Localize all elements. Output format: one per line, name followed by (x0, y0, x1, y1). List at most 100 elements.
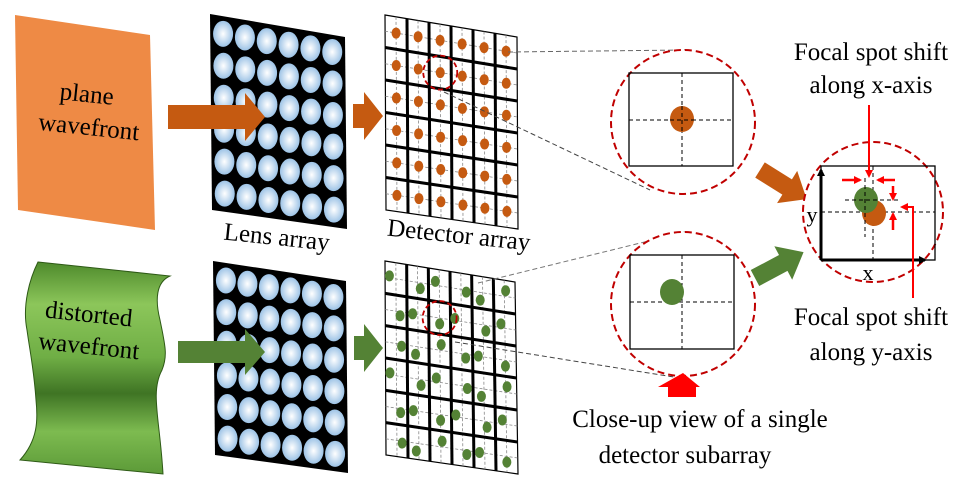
focal-spot (481, 325, 491, 337)
lenslet (258, 274, 279, 301)
zoom-line-top-1 (507, 49, 686, 53)
focal-spot (435, 318, 445, 330)
lenslet (301, 98, 322, 125)
selected-subarray-circle (421, 300, 458, 336)
focal-spot (385, 367, 395, 379)
lenslet (300, 35, 321, 62)
lenslet (279, 158, 300, 185)
distorted-wavefront-shape (18, 261, 172, 475)
lenslet (216, 299, 237, 326)
y-shift-label-line2: along y-axis (810, 339, 933, 366)
lenslet (235, 56, 256, 83)
zoom-line-top-2 (443, 91, 651, 191)
plane-wavefront-shape (15, 15, 155, 230)
focal-spot (414, 128, 424, 140)
lenslet (323, 133, 344, 160)
focal-spot (392, 157, 402, 169)
x-shift-label-line2: along x-axis (810, 72, 933, 99)
lenslet (278, 31, 299, 58)
focal-spot (413, 31, 423, 43)
lenslet (257, 91, 278, 118)
focal-spot (391, 27, 401, 39)
focal-spot (415, 283, 425, 295)
focal-spot (436, 339, 446, 351)
lenslet (215, 267, 236, 294)
focal-spot (502, 456, 512, 468)
focal-spot (411, 445, 421, 457)
lenslet (281, 371, 302, 398)
lenslet (234, 24, 255, 51)
focal-spot (414, 193, 424, 205)
lenslet (278, 63, 299, 90)
lenslet (213, 52, 234, 79)
lenslet (322, 102, 343, 129)
focal-spot (502, 381, 512, 393)
lenslet (258, 187, 279, 214)
lenslet (280, 277, 301, 304)
lenslet (323, 315, 344, 342)
detector-array-top (384, 14, 519, 230)
lenslet (303, 437, 324, 464)
lenslet (216, 362, 237, 389)
shift-panel: y x (802, 105, 944, 298)
lenslet (303, 406, 324, 433)
closeup-caption-line2: detector subarray (599, 442, 772, 469)
focal-spot (501, 45, 511, 57)
shift-panel-axis-y: y (807, 202, 818, 227)
focal-spot (457, 38, 467, 50)
lenslet (213, 84, 234, 111)
focal-spot (384, 270, 394, 282)
subarray-border-h (385, 356, 517, 380)
subarray-border-h (385, 421, 518, 444)
subarray-border-h (385, 78, 518, 103)
lenslet (300, 66, 321, 93)
focal-spot (502, 205, 512, 217)
arrow-bottom-to-shift (750, 246, 804, 286)
lenslet (279, 95, 300, 122)
lenslet (302, 374, 323, 401)
focal-spot (462, 382, 472, 394)
lenslet (214, 180, 235, 207)
focal-spot (457, 102, 467, 114)
focal-spot (473, 350, 483, 362)
lenslet (324, 378, 345, 405)
lenslet (323, 165, 344, 192)
lenslet (302, 343, 323, 370)
focal-spot (411, 348, 421, 360)
lenslet (325, 440, 346, 467)
focal-spot (451, 409, 461, 421)
lenslet (302, 312, 323, 339)
focal-spot (435, 34, 445, 46)
lenslet (281, 340, 302, 367)
focal-spot (458, 135, 468, 147)
subarray-border-h (385, 143, 518, 167)
subarray-border-h (385, 111, 518, 135)
lenslet (257, 59, 278, 86)
focal-spot (413, 95, 423, 107)
lenslet (259, 305, 280, 332)
lenslet (236, 183, 257, 210)
focal-spot (431, 372, 441, 384)
focal-spot (501, 109, 511, 121)
closeup-caption-line1: Close-up view of a single (572, 406, 828, 433)
focal-spot (501, 285, 511, 297)
lenslet (214, 148, 235, 175)
focal-spot (502, 173, 512, 185)
lenslet (323, 196, 344, 223)
focal-spot (414, 160, 424, 172)
closeup-bottom (610, 231, 756, 377)
focal-spot (461, 352, 471, 364)
focal-spot (482, 421, 492, 433)
distorted-wavefront: distorted wavefront (18, 261, 172, 475)
subarray-border-h (384, 46, 518, 71)
arrow-plane-to-lens (168, 93, 265, 141)
focal-spot (397, 340, 407, 352)
detector-array-bottom (384, 260, 519, 475)
lenslet (280, 190, 301, 217)
lenslet (281, 403, 302, 430)
focal-spot (408, 405, 418, 417)
y-shift-pointer (900, 203, 914, 298)
focal-spot (475, 446, 485, 458)
lenslet (258, 155, 279, 182)
lenslet (239, 428, 260, 455)
